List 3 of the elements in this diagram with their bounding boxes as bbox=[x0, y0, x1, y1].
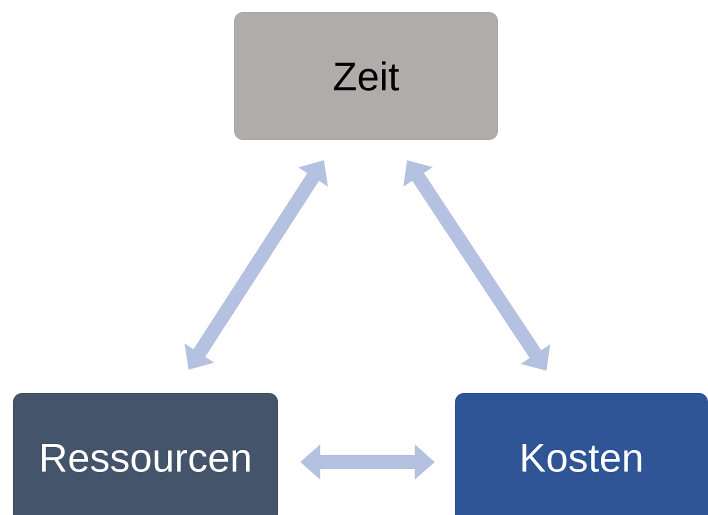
process-box: Zeit bbox=[234, 12, 498, 140]
process-box: Kosten bbox=[455, 393, 708, 515]
process-box: Ressourcen bbox=[13, 393, 278, 515]
